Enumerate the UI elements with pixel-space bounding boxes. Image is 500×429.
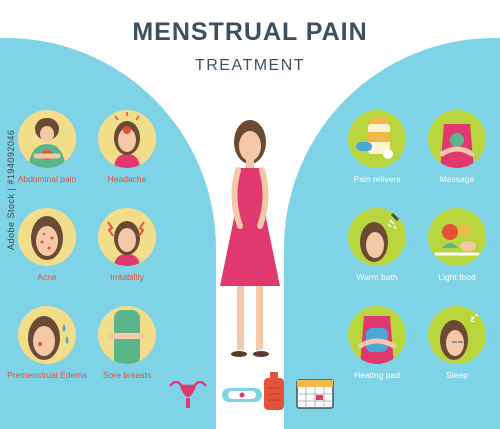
symptom-label: Acne xyxy=(37,272,57,282)
treatment-massage: Massage xyxy=(416,110,498,184)
treatment-warm-bath: Warm bath xyxy=(336,208,418,282)
treatment-pain-relivers: Pain relivers xyxy=(336,110,418,184)
treatment-label: Pain relivers xyxy=(353,174,401,184)
food-icon xyxy=(428,208,486,266)
symptom-headache: Headache xyxy=(86,110,168,184)
treatment-label: Sleep xyxy=(446,370,468,380)
treatment-label: Massage xyxy=(439,174,475,184)
abdominal-pain-icon xyxy=(18,110,76,168)
irritability-icon xyxy=(98,208,156,266)
sore-breasts-icon xyxy=(98,306,156,364)
acne-icon xyxy=(18,208,76,266)
woman-figure xyxy=(210,118,290,363)
treatment-label: Heating pad xyxy=(354,370,400,380)
symptom-irritability: Irritability xyxy=(86,208,168,282)
svg-text:z: z xyxy=(475,309,479,318)
massage-icon xyxy=(428,110,486,168)
symptom-label: Abdominal pain xyxy=(17,174,77,184)
calendar-icon xyxy=(296,377,334,409)
symptom-label: Sore breasts xyxy=(102,370,152,380)
symptom-acne: Acne xyxy=(6,208,88,282)
uterus-icon xyxy=(166,376,210,412)
heating-pad-icon xyxy=(348,306,406,364)
treatment-heating-pad: Heating pad xyxy=(336,306,418,380)
symptom-label: Premenstrual Edema xyxy=(7,370,87,380)
page-subtitle: TREATMENT xyxy=(194,57,306,74)
pills-icon xyxy=(348,110,406,168)
symptom-sore-breasts: Sore breasts xyxy=(86,306,168,380)
hot-water-bottle-icon xyxy=(262,372,286,412)
sanitary-pad-icon xyxy=(220,382,264,408)
symptom-abdominal-pain: Abdominal pain xyxy=(6,110,88,184)
treatment-light-food: Light food xyxy=(416,208,498,282)
edema-icon xyxy=(18,306,76,364)
page-title: MENSTRUAL PAIN xyxy=(132,18,368,46)
treatment-label: Light food xyxy=(438,272,476,282)
symptom-label: Irritability xyxy=(109,272,144,282)
sleep-icon: z z xyxy=(428,306,486,364)
treatment-sleep: z z Sleep xyxy=(416,306,498,380)
symptom-premenstrual-edema: Premenstrual Edema xyxy=(6,306,88,380)
symptom-label: Headache xyxy=(107,174,147,184)
svg-text:z: z xyxy=(470,314,475,325)
shower-icon xyxy=(348,208,406,266)
treatment-label: Warm bath xyxy=(356,272,398,282)
headache-icon xyxy=(98,110,156,168)
